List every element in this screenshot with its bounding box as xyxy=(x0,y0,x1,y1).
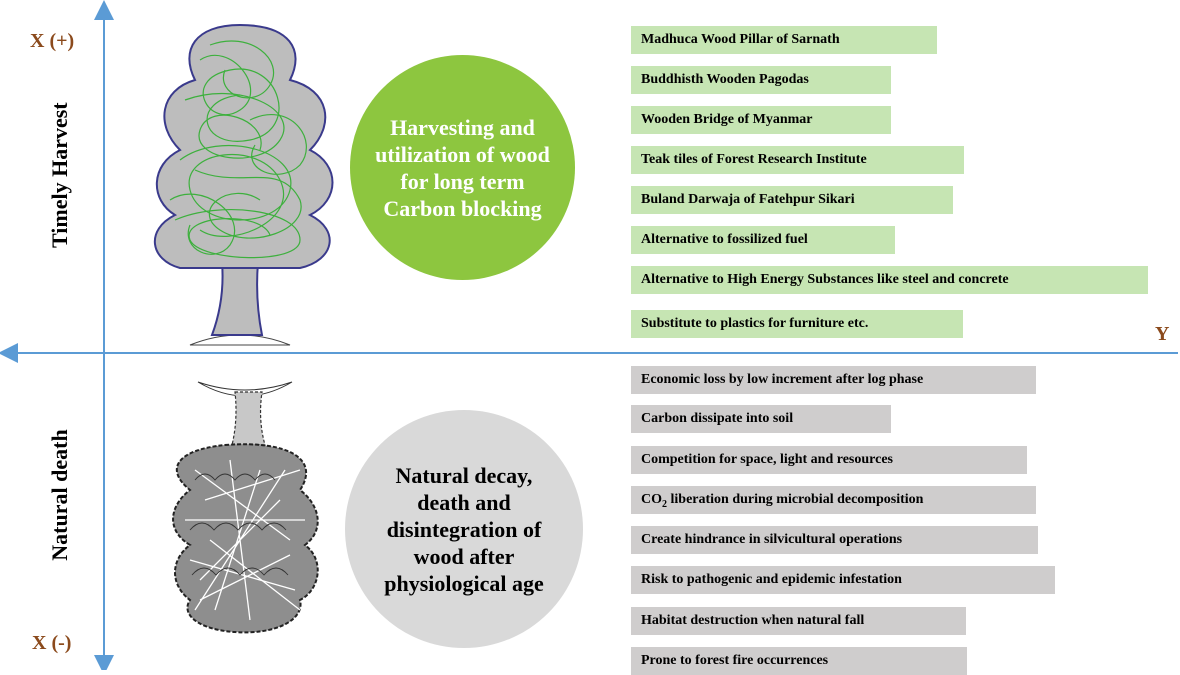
benefit-item: Wooden Bridge of Myanmar xyxy=(631,106,891,134)
benefit-item: Alternative to High Energy Substances li… xyxy=(631,266,1148,294)
natural-decay-circle-text: Natural decay, death and disintegration … xyxy=(384,462,544,596)
living-tree-icon xyxy=(154,23,334,346)
drawback-item: CO2 liberation during microbial decompos… xyxy=(631,486,1036,514)
x-minus-label: X (-) xyxy=(32,632,72,654)
natural-death-label: Natural death xyxy=(47,429,72,561)
drawback-item: Habitat destruction when natural fall xyxy=(631,607,966,635)
timely-harvest-label: Timely Harvest xyxy=(47,102,72,248)
drawback-item: Risk to pathogenic and epidemic infestat… xyxy=(631,566,1055,594)
co2-text: liberation during microbial decompositio… xyxy=(667,492,924,507)
drawback-item: Carbon dissipate into soil xyxy=(631,405,891,433)
drawback-item: Competition for space, light and resourc… xyxy=(631,446,1027,474)
x-plus-label: X (+) xyxy=(30,30,75,52)
benefit-item: Buddhisth Wooden Pagodas xyxy=(631,66,891,94)
benefit-item: Madhuca Wood Pillar of Sarnath xyxy=(631,26,937,54)
co2-prefix: CO2 xyxy=(641,492,667,510)
benefit-item: Teak tiles of Forest Research Institute xyxy=(631,146,964,174)
drawback-item: Create hindrance in silvicultural operat… xyxy=(631,526,1038,554)
drawback-item: Prone to forest fire occurrences xyxy=(631,647,967,675)
harvesting-circle: Harvesting and utilization of wood for l… xyxy=(350,55,575,280)
benefit-item: Alternative to fossilized fuel xyxy=(631,226,895,254)
benefit-item: Buland Darwaja of Fatehpur Sikari xyxy=(631,186,953,214)
natural-decay-circle: Natural decay, death and disintegration … xyxy=(345,410,583,648)
drawback-item: Economic loss by low increment after log… xyxy=(631,366,1036,394)
dead-tree-icon xyxy=(172,381,319,634)
benefit-item: Substitute to plastics for furniture etc… xyxy=(631,310,963,338)
harvesting-circle-text: Harvesting and utilization of wood for l… xyxy=(375,114,550,221)
y-label: Y xyxy=(1155,323,1170,345)
